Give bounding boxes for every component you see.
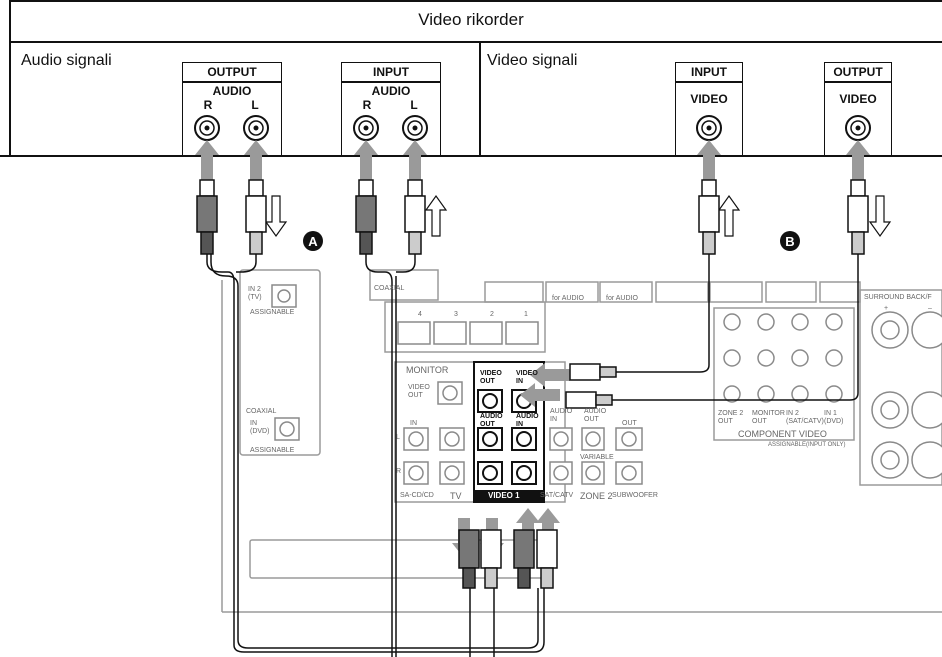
- label-video1-video-in: VIDEO IN: [516, 370, 538, 386]
- label-video1-video-out: VIDEO OUT: [480, 370, 502, 386]
- label-video1: VIDEO 1: [488, 492, 520, 500]
- label-video1-audio-out: AUDIO OUT: [480, 413, 503, 429]
- label-video1-audio-in: AUDIO IN: [516, 413, 539, 429]
